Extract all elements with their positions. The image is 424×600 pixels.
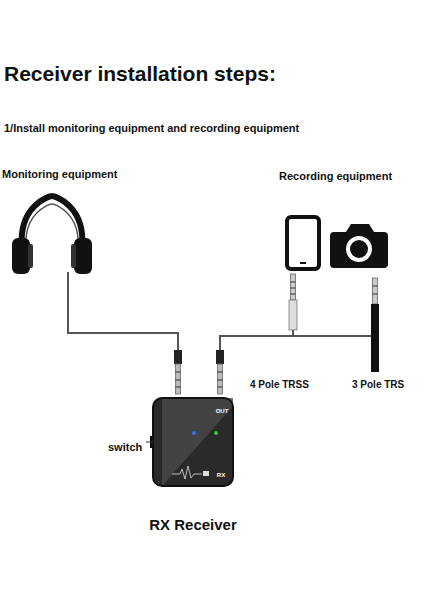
plug-right <box>216 350 224 394</box>
plug-type-label: 4 Pole TRSS <box>250 379 309 391</box>
plug-type-label: 3 Pole TRS <box>352 379 404 391</box>
page-title: Receiver installation steps: <box>4 62 276 86</box>
device-marking: RX <box>217 472 225 479</box>
plug-left <box>174 350 182 394</box>
part-label: switch <box>108 441 142 454</box>
device-name: RX Receiver <box>149 516 237 533</box>
headphone-cable <box>68 272 178 350</box>
phone <box>287 217 319 330</box>
group-label: Monitoring equipment <box>2 168 117 181</box>
step-heading: 1/Install monitoring equipment and recor… <box>4 122 299 135</box>
group-label: Recording equipment <box>279 170 392 183</box>
rx-receiver-device <box>146 398 233 486</box>
recording-cable <box>220 330 375 372</box>
port-label: OUT <box>216 408 229 415</box>
headphones <box>12 196 92 274</box>
camera <box>330 224 388 372</box>
